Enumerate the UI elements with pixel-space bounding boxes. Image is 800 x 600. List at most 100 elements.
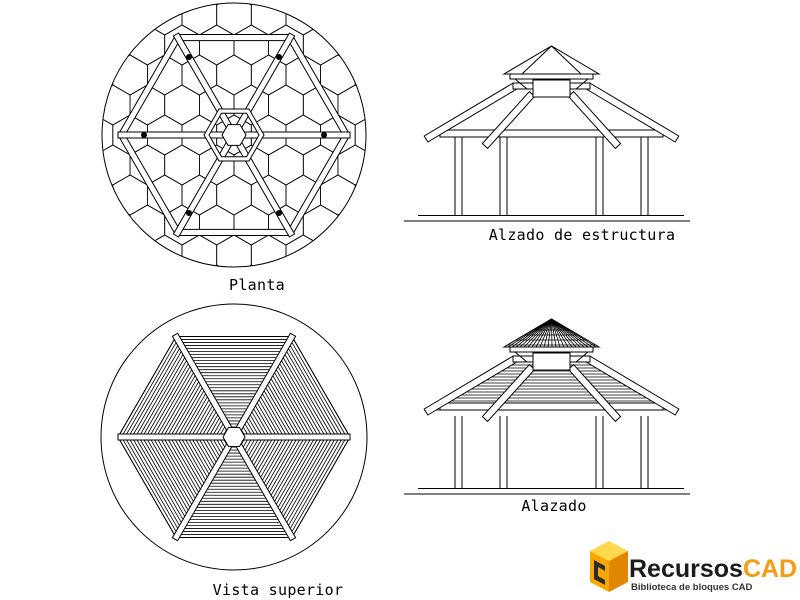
thatch-line [284, 436, 337, 526]
plan-center-hub [221, 124, 247, 146]
post [640, 136, 649, 216]
thatch-line [262, 387, 292, 438]
thatch-line [248, 436, 264, 463]
thatch-line [249, 408, 267, 438]
cupola-box [532, 79, 571, 98]
thatch-line [274, 436, 316, 508]
plan-label: Planta [229, 276, 285, 294]
thatch-line [162, 436, 199, 499]
thatch-line [162, 375, 199, 438]
thatch-line [272, 369, 313, 438]
brand-name-accent: CAD [743, 555, 797, 583]
cupola-slat [551, 319, 573, 347]
thatch-line [255, 436, 278, 475]
plan-post [276, 54, 282, 60]
thatch-line [246, 414, 260, 438]
thatch-line [142, 357, 189, 438]
thatch-line [187, 436, 212, 478]
cupola-roof-outline [502, 318, 601, 348]
plan-post [141, 132, 147, 138]
thatch-line [152, 366, 194, 438]
thatch-line [249, 436, 267, 466]
thatch-line [270, 372, 309, 438]
cupola-slat [547, 319, 552, 347]
thatch-line [255, 399, 278, 438]
post [640, 409, 649, 489]
cupola-slat [515, 319, 552, 347]
thatch-line [274, 366, 316, 438]
thatch-line [286, 436, 340, 529]
cupola-slat [511, 319, 552, 347]
cupola-brace-right [575, 78, 589, 90]
thatch-line [159, 436, 198, 502]
thatch-line [258, 393, 285, 438]
honeycomb-cell [354, 114, 366, 156]
thatch-line [173, 436, 205, 490]
thatch-line [256, 436, 281, 478]
plan-view: Planta [101, 2, 367, 294]
thatch-line [288, 436, 344, 532]
thatch-line [152, 436, 194, 508]
thatch-line [138, 436, 187, 520]
cupola-slat [527, 319, 552, 347]
thatch-line [183, 436, 210, 481]
thatch-line [176, 436, 206, 487]
thatch-line [253, 436, 274, 472]
thatch-line [251, 405, 271, 438]
thatch-line [270, 436, 309, 502]
plan-posts [141, 54, 327, 216]
plan-post [276, 210, 282, 216]
top-view: Vista superior [100, 303, 368, 599]
roof-thatch-pattern [117, 336, 351, 538]
recursoscad-logo: RecursosCAD Biblioteca de bloques CAD [590, 541, 797, 593]
cupola-roof [502, 45, 601, 75]
thatch-line [131, 436, 184, 526]
thatch-line [155, 369, 196, 438]
brand-name: RecursosCAD [629, 555, 797, 583]
thatch-line [256, 396, 281, 438]
post [499, 136, 508, 216]
cube-logo-icon [590, 541, 628, 592]
thatch-line [265, 436, 299, 493]
cupola-slat [551, 319, 581, 347]
thatch-line [263, 436, 295, 490]
thatch-line [272, 436, 313, 505]
cupola-hip-left [521, 45, 552, 75]
thatch-line [275, 436, 320, 511]
honeycomb-cell [354, 174, 366, 216]
eave-beam [439, 402, 664, 411]
thatch-line [281, 354, 330, 438]
cube-right-face [609, 551, 628, 592]
cupola-slat [539, 319, 552, 347]
cupola-slat [551, 319, 561, 347]
thatch-line [282, 351, 333, 438]
eave-beam [439, 129, 664, 138]
structure-elevation-view: Alzado de estructura [404, 45, 690, 244]
thatch-line [183, 393, 210, 438]
thatch-line [121, 436, 179, 535]
cupola-slat [523, 319, 552, 347]
cupola-slat [551, 319, 553, 347]
thatch-line [269, 375, 306, 438]
thatch-line [260, 390, 288, 438]
thatch-line [145, 436, 191, 514]
thatch-line [148, 363, 193, 438]
thatch-line [155, 436, 196, 505]
thatch-line [260, 436, 288, 484]
thatch-line [128, 436, 182, 529]
brand-name-main: Recursos [629, 555, 743, 583]
post [595, 409, 604, 489]
thatch-line [190, 436, 213, 475]
post [499, 409, 508, 489]
thatch-line [135, 351, 186, 438]
cupola-slat [551, 319, 565, 347]
cupola-hip-right [551, 45, 582, 75]
cupola-slat [535, 319, 552, 347]
thatch-line [251, 436, 271, 469]
elevation-label: Alazado [521, 497, 586, 515]
thatch-line [279, 357, 326, 438]
thatch-line [201, 408, 219, 438]
elevation-drawing [404, 318, 690, 495]
